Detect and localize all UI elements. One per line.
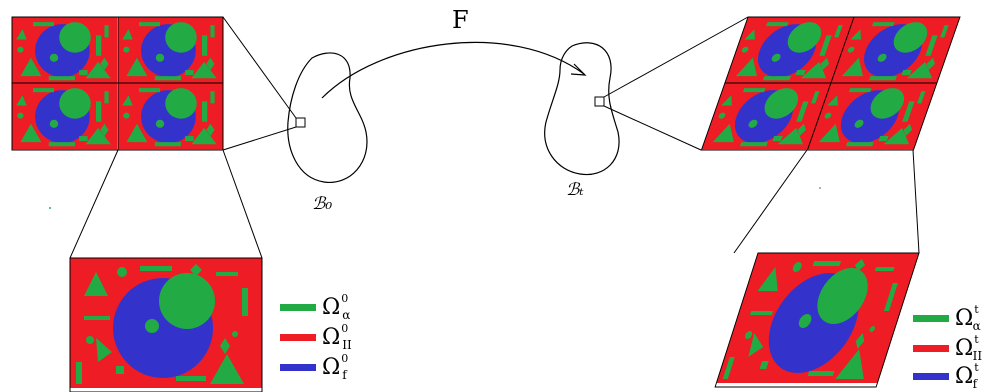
legend-symbol: Ω0f [322, 351, 349, 383]
reference-cell-magnified [69, 257, 263, 392]
reference-material-point [295, 117, 306, 128]
legend-swatch [280, 363, 316, 371]
reference-body-outline [287, 52, 368, 183]
legend-swatch [913, 314, 949, 322]
zoom-lines-right [603, 16, 920, 254]
legend-swatch [913, 344, 949, 352]
arrow-head-icon [570, 63, 587, 76]
legend-swatch [280, 333, 316, 341]
legend-right-matrix: ΩtII [913, 333, 982, 363]
legend-left-fiber: Ω0f [280, 352, 348, 382]
zoom-lines-left [69, 16, 297, 259]
current-body-label: ℬₜ [566, 180, 584, 200]
legend-symbol: Ωtf [955, 360, 979, 392]
reference-body-label: ℬ₀ [312, 194, 333, 214]
mapping-arrow [321, 41, 585, 99]
legend-swatch [280, 303, 316, 311]
legend-left-matrix: Ω0II [280, 322, 352, 352]
deformed-cell-magnified [714, 252, 920, 388]
reference-cell-tile [11, 16, 224, 151]
current-material-point [594, 96, 605, 107]
legend-symbol: Ω0II [322, 321, 352, 353]
legend-symbol: Ω0α [322, 291, 351, 323]
mapping-label: F [452, 6, 469, 34]
legend-right-alpha: Ωtα [913, 303, 981, 333]
legend-swatch [913, 372, 949, 380]
legend-right-fiber: Ωtf [913, 361, 979, 391]
legend-symbol: Ωtα [955, 302, 981, 334]
current-body-outline [544, 42, 620, 176]
deformed-cell-tile [700, 16, 961, 151]
legend-left-alpha: Ω0α [280, 292, 350, 322]
legend-symbol: ΩtII [955, 332, 983, 364]
